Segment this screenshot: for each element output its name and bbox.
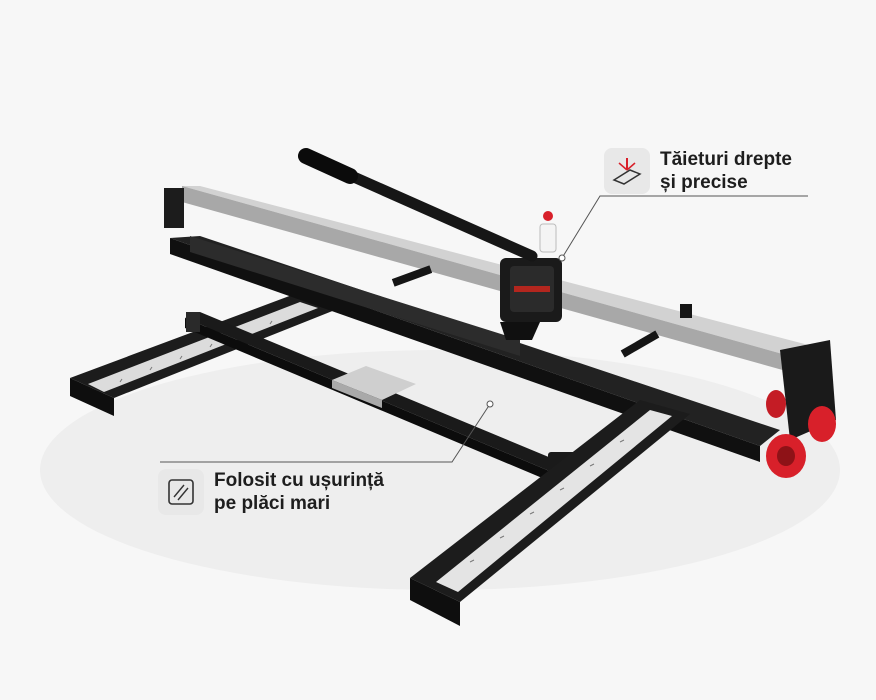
support-legs [391,265,692,358]
left-extension-arm [70,292,345,416]
callout-leaders [160,195,808,463]
main-base [170,236,780,462]
scoring-head [500,211,562,340]
laser-cut-icon [604,148,650,194]
right-extension-arm [410,400,690,626]
callout-straight-cuts: Tăieturi drepte și precise [604,148,792,194]
callout-straight-cuts-text: Tăieturi drepte și precise [660,149,792,193]
callout-large-tiles-text: Folosit cu ușurință pe plăci mari [214,470,384,514]
red-wheels [766,390,836,478]
callout-marker-top [558,254,566,262]
glass-tile-icon [158,469,204,515]
callout-marker-bottom [486,400,494,408]
lever-handle [298,148,538,262]
callout-large-tiles: Folosit cu ușurință pe plăci mari [158,469,384,515]
